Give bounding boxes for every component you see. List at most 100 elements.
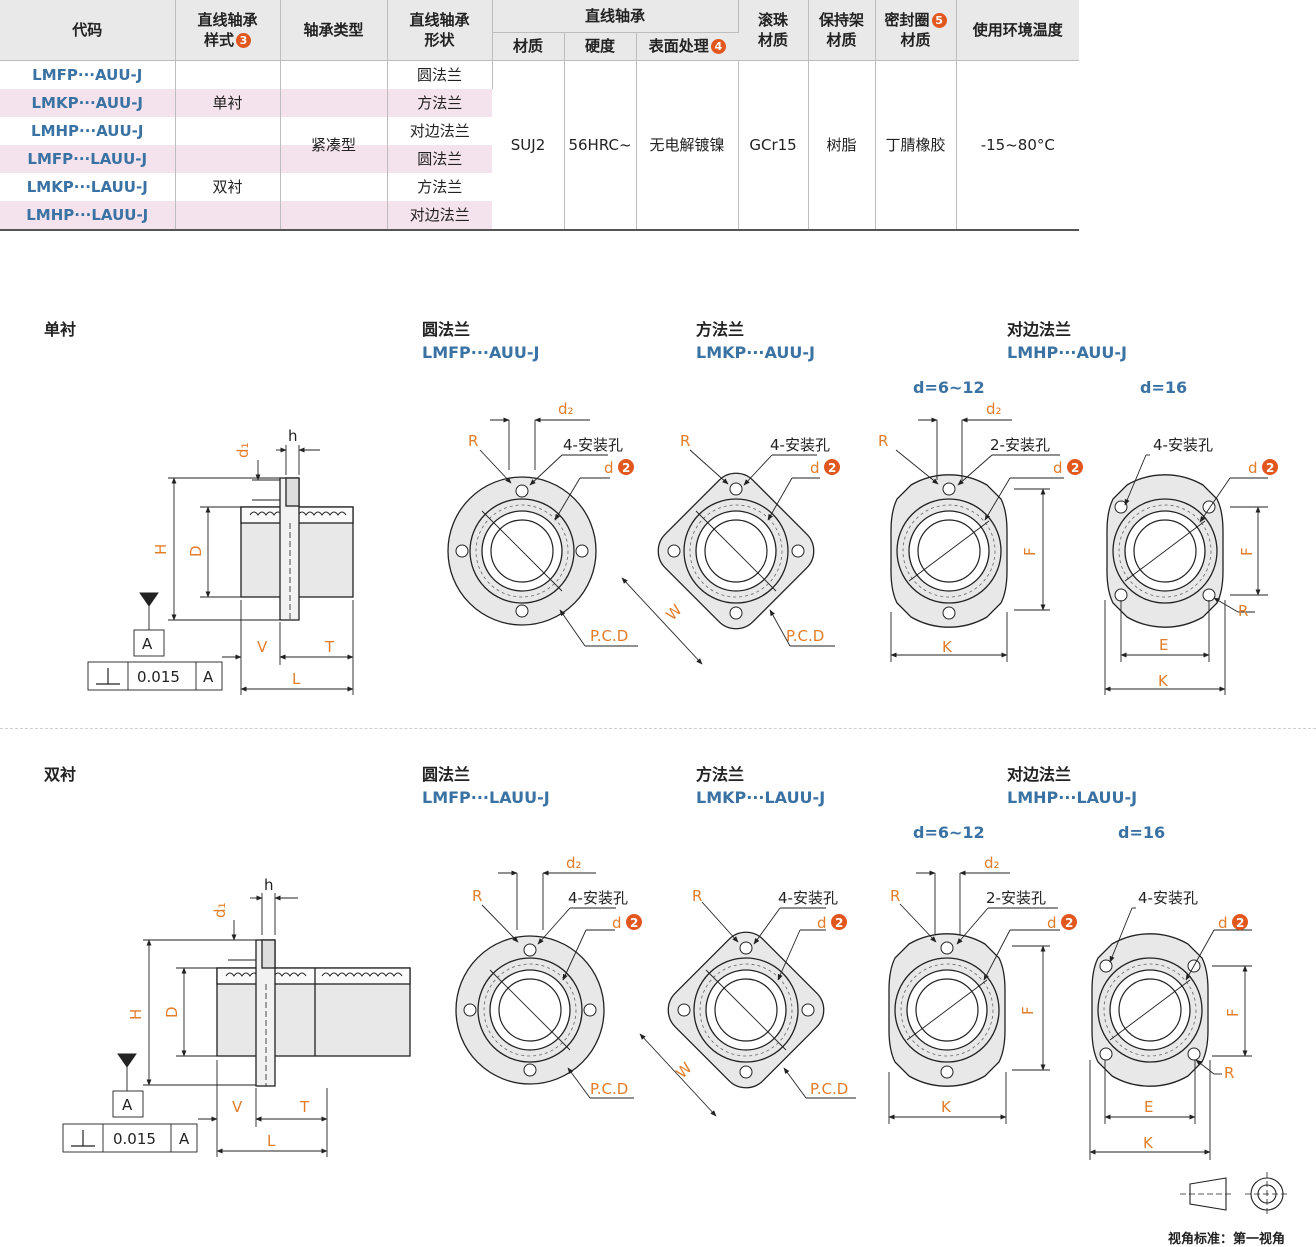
dim-d: d xyxy=(1053,459,1063,477)
double-side-labels: h d₁ H D V T L A 0.015 A xyxy=(113,876,310,1150)
dim-K: K xyxy=(1158,672,1169,690)
dim-D: D xyxy=(187,545,205,557)
dim-L: L xyxy=(267,1132,276,1150)
tolerance-value: 0.015 xyxy=(113,1130,156,1148)
badge-2: 2 xyxy=(1071,461,1079,475)
dim-H: H xyxy=(152,544,170,555)
dim-holes: 4-安装孔 xyxy=(778,889,838,907)
badge-2: 2 xyxy=(1065,916,1073,930)
code-cell: LMHP···AUU-J xyxy=(0,116,176,145)
double-square-code: LMKP···LAUU-J xyxy=(696,788,826,807)
dim-h: h xyxy=(288,427,298,445)
dim-F: F xyxy=(1238,547,1256,556)
shape-cell: 方法兰 xyxy=(387,88,492,117)
double-side-view xyxy=(216,939,411,1087)
tolerance-value: 0.015 xyxy=(137,668,180,686)
dim-d: d xyxy=(1218,914,1228,932)
header-shape: 直线轴承形状 xyxy=(387,0,493,61)
double-cut-flange-small xyxy=(888,933,1006,1087)
code-cell: LMHP···LAUU-J xyxy=(0,200,176,231)
dim-d1: d₁ xyxy=(211,902,229,918)
shape-cell: 对边法兰 xyxy=(387,200,492,231)
single-side-dims xyxy=(87,445,354,695)
material-cell: SUJ2 xyxy=(492,60,565,231)
temp-cell: -15~80°C xyxy=(956,60,1080,231)
dim-D: D xyxy=(163,1006,181,1018)
table-row: LMKP···AUU-J 单衬 方法兰 xyxy=(0,88,1079,117)
badge-4: 4 xyxy=(710,39,726,54)
header-cage: 保持架材质 xyxy=(808,0,876,61)
dim-holes: 4-安装孔 xyxy=(1153,436,1213,454)
view-standard: 视角标准：第一视角 xyxy=(1168,1232,1286,1247)
header-material: 材质 xyxy=(492,32,565,61)
badge-2: 2 xyxy=(1236,916,1244,930)
double-section-title: 双衬 xyxy=(44,765,77,784)
double-cut-title: 对边法兰 xyxy=(1007,765,1072,784)
dim-R: R xyxy=(878,432,888,450)
dim-d2: d₂ xyxy=(984,854,1000,872)
dim-R: R xyxy=(468,432,478,450)
dim-E: E xyxy=(1144,1098,1153,1116)
dim-d: d xyxy=(1047,914,1057,932)
dim-R: R xyxy=(1238,602,1248,620)
datum-A: A xyxy=(122,1096,133,1114)
header-ball: 滚珠材质 xyxy=(738,0,809,61)
ball-cell: GCr15 xyxy=(738,60,809,231)
dim-d: d xyxy=(817,914,827,932)
shape-cell: 对边法兰 xyxy=(409,122,470,140)
double-side-dims xyxy=(62,893,328,1157)
dim-R: R xyxy=(472,887,482,905)
dim-R: R xyxy=(680,432,690,450)
cage-cell: 树脂 xyxy=(808,60,876,231)
shape-cell: 圆法兰 xyxy=(387,144,492,173)
type-cell: 紧凑型 xyxy=(280,116,388,173)
dim-V: V xyxy=(232,1098,243,1116)
single-side-view xyxy=(240,477,354,621)
double-round-flange xyxy=(455,935,605,1085)
tolerance-datum: A xyxy=(179,1130,190,1148)
header-hardness: 硬度 xyxy=(564,32,637,61)
badge-2: 2 xyxy=(622,461,630,475)
dim-T: T xyxy=(324,638,335,656)
double-d-large: d=16 xyxy=(1118,823,1166,842)
datum-A: A xyxy=(142,635,153,653)
single-section-title: 单衬 xyxy=(44,320,77,339)
dim-F: F xyxy=(1021,547,1039,556)
dim-W: W xyxy=(662,601,685,624)
dim-T: T xyxy=(299,1098,310,1116)
dim-F: F xyxy=(1019,1006,1037,1015)
table-row: LMFP···LAUU-J 圆法兰 xyxy=(0,144,1079,173)
dim-d: d xyxy=(1248,459,1258,477)
style-cell: 双衬 xyxy=(175,172,281,201)
single-d-small: d=6~12 xyxy=(913,378,985,397)
shape-cell: 方法兰 xyxy=(417,178,463,196)
single-side-labels: h d₁ H D V T L A 0.015 A xyxy=(137,427,335,688)
dim-pcd: P.C.D xyxy=(786,627,824,645)
dim-holes: 2-安装孔 xyxy=(986,889,1046,907)
dim-pcd: P.C.D xyxy=(810,1080,848,1098)
dim-d: d xyxy=(604,459,614,477)
hardness-cell: 56HRC~ xyxy=(564,60,637,231)
dim-K: K xyxy=(1143,1134,1154,1152)
dim-E: E xyxy=(1159,636,1168,654)
projection-symbol-icon xyxy=(1180,1172,1289,1216)
dim-H: H xyxy=(127,1009,145,1020)
single-square-code: LMKP···AUU-J xyxy=(696,343,815,362)
double-d-small: d=6~12 xyxy=(913,823,985,842)
code-cell: LMFP···AUU-J xyxy=(0,60,176,89)
single-square-title: 方法兰 xyxy=(696,320,745,339)
double-cut-flange-large xyxy=(1091,933,1209,1087)
dim-d2: d₂ xyxy=(566,854,582,872)
dim-holes: 4-安装孔 xyxy=(563,436,623,454)
table-row: LMHP···LAUU-J 对边法兰 xyxy=(0,200,1079,231)
dim-K: K xyxy=(941,1098,952,1116)
dim-V: V xyxy=(257,638,268,656)
single-round-code: LMFP···AUU-J xyxy=(422,343,540,362)
header-type: 轴承类型 xyxy=(280,0,388,61)
style-cell: 单衬 xyxy=(175,88,281,117)
dim-L: L xyxy=(292,670,301,688)
